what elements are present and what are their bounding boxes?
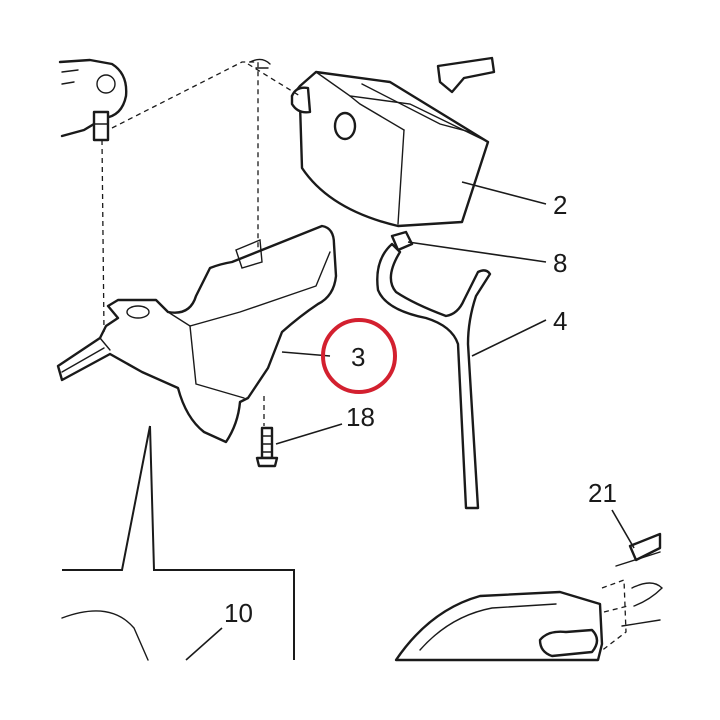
highlight-ring: [321, 318, 397, 394]
part-2-cover: [290, 70, 490, 228]
top-right-bolt: [436, 56, 496, 94]
top-left-bracket: [58, 58, 128, 142]
part-4-hose: [376, 242, 492, 510]
callout-2: 2: [553, 190, 567, 220]
callout-4: 4: [553, 306, 567, 336]
part-21-clip: [628, 532, 663, 607]
leader-lines: [185, 181, 635, 661]
callout-8: 8: [553, 248, 567, 278]
part-18-screw: [255, 426, 279, 468]
callout-21: 21: [588, 478, 617, 508]
callout-3: 3: [351, 342, 365, 372]
callout-18: 18: [346, 402, 375, 432]
part-8-fitting: [390, 230, 414, 252]
lower-right-assembly: [394, 551, 661, 662]
detail-inset-frame: [61, 425, 295, 661]
top-bolt: [249, 58, 271, 69]
callout-10: 10: [224, 598, 253, 628]
part-3-tray: [56, 224, 338, 444]
assembly-lines: [101, 61, 629, 653]
